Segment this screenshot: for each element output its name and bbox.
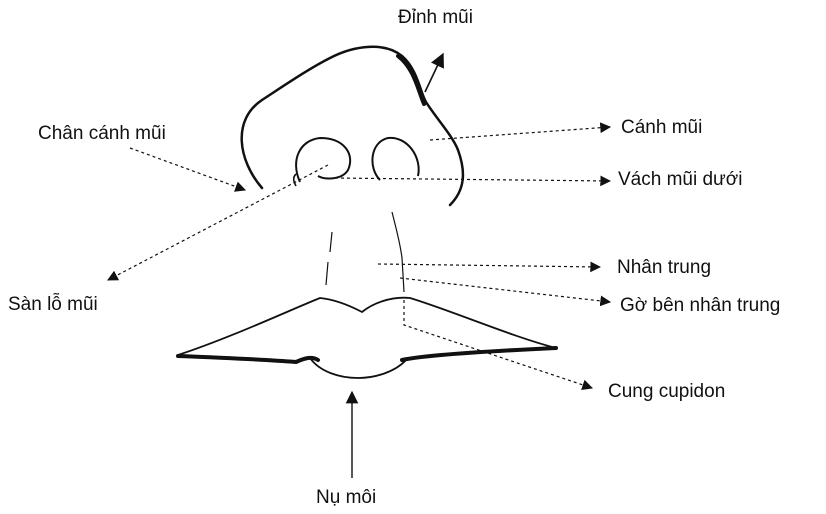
right-nostril	[372, 138, 418, 180]
nose-outline	[242, 47, 463, 205]
nostril-base-left	[294, 174, 296, 186]
left-nostril	[296, 138, 350, 182]
arrow-vach-mui-duoi	[335, 178, 610, 181]
label-cung-cupidon: Cung cupidon	[608, 382, 725, 401]
arrow-san-lo-mui	[108, 165, 328, 280]
label-chan-canh-mui: Chân cánh mũi	[38, 124, 166, 143]
arrow-nhan-trung	[378, 264, 600, 267]
label-nhan-trung: Nhân trung	[617, 258, 711, 277]
arrow-chan-canh-mui	[130, 148, 245, 190]
lip-line	[178, 348, 556, 362]
arrow-dinh-mui	[425, 54, 443, 92]
lower-lip	[310, 358, 406, 378]
label-nu-moi: Nụ môi	[316, 488, 376, 507]
nose-ridge-shade	[398, 56, 424, 104]
arrow-cung-cupidon	[404, 300, 592, 388]
label-san-lo-mui: Sàn lỗ mũi	[8, 295, 98, 314]
upper-lip	[178, 298, 556, 355]
label-dinh-mui: Đỉnh mũi	[398, 8, 473, 27]
label-vach-mui-duoi: Vách mũi dưới	[618, 170, 742, 189]
label-go-ben-nhan-trung: Gờ bên nhân trung	[620, 296, 780, 315]
philtrum-left-line	[326, 232, 332, 285]
label-canh-mui: Cánh mũi	[621, 118, 702, 137]
arrow-go-ben-nhan-trung	[400, 278, 610, 302]
philtrum-right-line	[392, 212, 404, 292]
arrow-canh-mui	[430, 127, 610, 140]
